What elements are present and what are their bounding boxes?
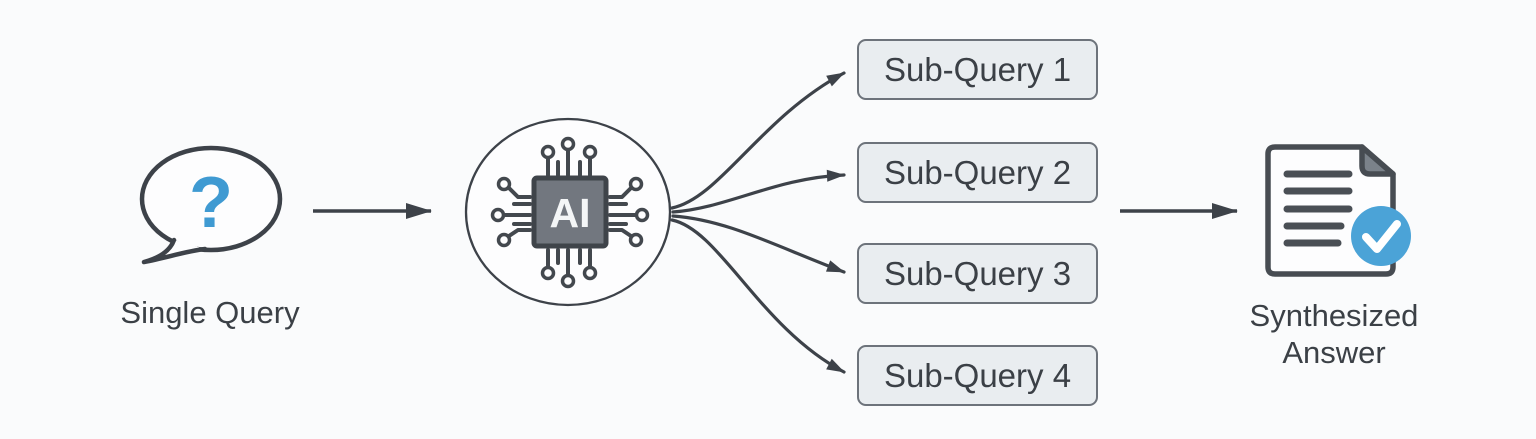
single-query-label: Single Query xyxy=(120,295,300,330)
subquery-box-2: Sub-Query 2 xyxy=(857,142,1098,203)
subquery-box-1: Sub-Query 1 xyxy=(857,39,1098,100)
arrow-ai-to-subquery-1 xyxy=(670,71,846,210)
subquery-label: Sub-Query 4 xyxy=(883,356,1072,394)
check-badge xyxy=(1351,206,1411,266)
arrow-ai-to-subquery-4 xyxy=(670,218,846,374)
speech-bubble-body xyxy=(139,145,283,253)
arrow-ai-to-subquery-3 xyxy=(671,214,846,274)
question-mark-glyph: ? xyxy=(189,163,233,243)
ai-chip-icon: AI xyxy=(464,117,672,307)
ai-chip-label: AI xyxy=(550,190,591,236)
subquery-box-4: Sub-Query 4 xyxy=(857,345,1098,406)
synthesized-answer-label-line1: Synthesized xyxy=(1249,298,1419,333)
speech-bubble-tail xyxy=(141,237,208,265)
fanout-arrows xyxy=(670,71,846,374)
speech-bubble-question-icon: ? xyxy=(139,145,283,265)
arrow-ai-to-subquery-2 xyxy=(671,169,846,214)
subquery-label: Sub-Query 3 xyxy=(883,254,1072,292)
ai-chip-body xyxy=(531,175,609,249)
subquery-box-3: Sub-Query 3 xyxy=(857,243,1098,304)
circuit-traces xyxy=(490,136,650,289)
check-icon xyxy=(1362,220,1401,253)
document-check-icon xyxy=(1265,144,1411,277)
subquery-label: Sub-Query 1 xyxy=(883,50,1072,88)
document-text-lines xyxy=(1283,170,1353,247)
subquery-label: Sub-Query 2 xyxy=(883,153,1072,191)
synthesized-answer-label: Synthesized Answer xyxy=(1214,297,1454,371)
synthesized-answer-label-line2: Answer xyxy=(1282,335,1386,370)
document-fold-corner xyxy=(1359,144,1396,177)
